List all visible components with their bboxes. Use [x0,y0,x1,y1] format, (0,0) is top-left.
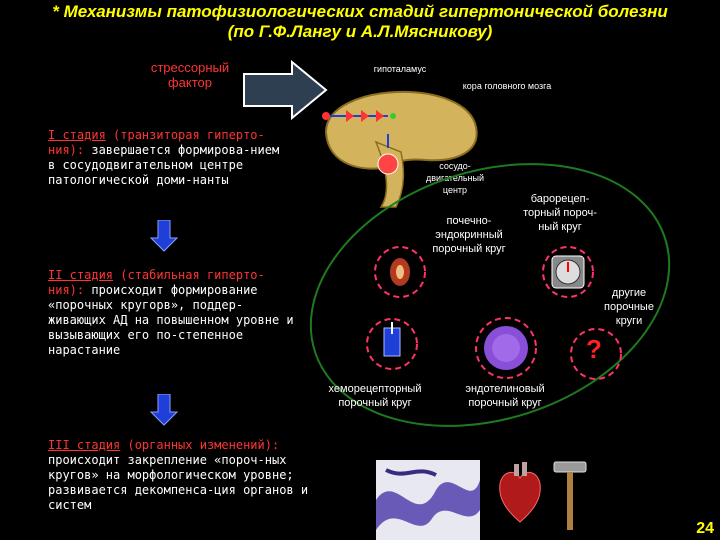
stage-2-text: II стадия (стабильная гиперто-ния): прои… [48,268,298,358]
baroreceptor-circle-icon [538,242,598,302]
slide-number: 24 [696,520,714,538]
stage-3-heading: III стадия [48,438,120,452]
stage-3-heading-rest: (органных изменений): [120,438,279,452]
chemoreceptor-circle-icon [362,314,422,374]
down-arrow-2-icon [150,394,178,426]
down-arrow-1-icon [150,220,178,252]
stage-1-heading: I стадия [48,128,106,142]
chemoreceptor-label: хеморецепторный порочный круг [312,382,438,410]
stage-2-heading: II стадия [48,268,113,282]
tissue-histology-image [376,460,480,540]
renal-label: почечно-эндокринный порочный круг [418,214,520,256]
hypothalamus-label: гипоталамус [360,64,440,74]
heart-icon [496,462,544,526]
title-line-1: * Механизмы патофизиологических стадий г… [0,2,720,22]
endothelial-circle-icon [472,314,540,382]
endothelial-label: эндотелиновый порочный круг [452,382,558,410]
other-circles-label: другие порочные круги [596,286,662,328]
hammer-icon [550,460,590,532]
stage-3-text: III стадия (органных изменений): происхо… [48,438,310,513]
stage-3-body: происходит закрепление «пороч-ных кругов… [48,453,308,512]
title-line-2: (по Г.Ф.Лангу и А.Л.Мясникову) [0,22,720,42]
slide-title: * Механизмы патофизиологических стадий г… [0,2,720,42]
cortex-label: кора головного мозга [462,80,552,92]
stage-2-body: происходит формирование «порочных кругор… [48,283,294,357]
stress-factor-label: стрессорный фактор [140,60,240,90]
stage-1-text: I стадия (транзиторая гиперто-ния): заве… [48,128,288,188]
question-mark: ? [586,334,602,365]
baroreceptor-label: барорецеп-торный пороч-ный круг [518,192,602,234]
